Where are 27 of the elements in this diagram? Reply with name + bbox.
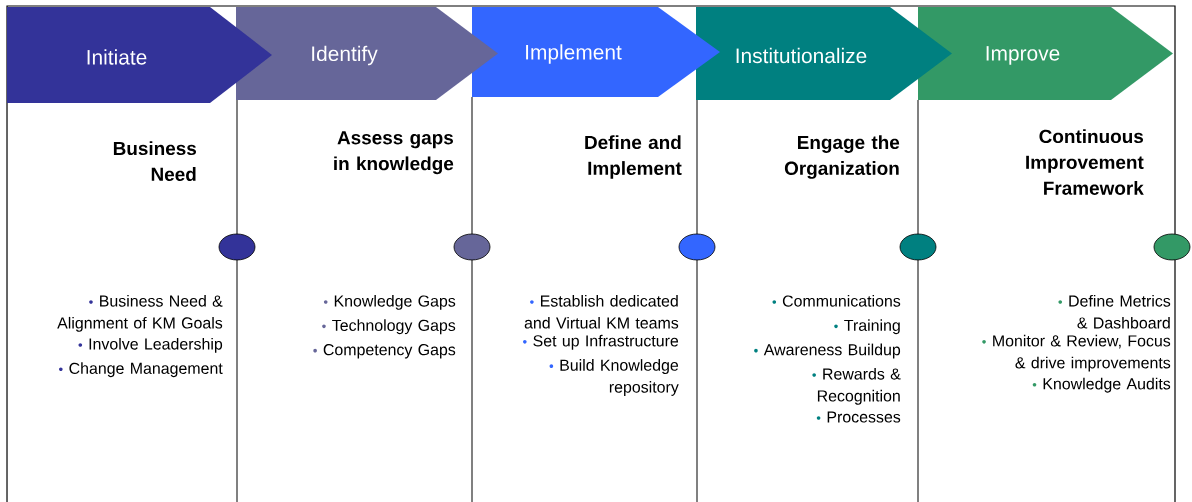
bullet-item: Define Metrics & Dashboard xyxy=(1058,295,1171,329)
bullet-item: Communications xyxy=(772,295,901,307)
column-heading: Define and Implement xyxy=(585,135,682,179)
phase-banner: Institutionalize xyxy=(696,7,952,100)
bullet-item: Build Knowledge repository xyxy=(549,359,679,396)
column-heading: Engage the Organization xyxy=(784,135,900,179)
phase-banner: Initiate xyxy=(7,7,272,103)
phase-banner: Identify xyxy=(236,7,498,100)
bullet-item: Knowledge Audits xyxy=(1032,377,1171,393)
bullet-item: Processes xyxy=(816,411,901,423)
bullet-item: Rewards & Recognition xyxy=(812,367,901,405)
phase-banner: Improve xyxy=(918,7,1173,100)
column-heading: Continuous Improvement Framework xyxy=(1026,129,1144,195)
bullet-item: Involve Leadership xyxy=(78,337,223,353)
bullet-item: Competency Gaps xyxy=(313,344,456,359)
bullet-item: Establish dedicated and Virtual KM teams xyxy=(524,295,679,329)
bullet-item: Change Management xyxy=(59,362,223,378)
column-heading: Business Need xyxy=(113,141,197,181)
bullet-item: Set up Infrastructure xyxy=(523,334,679,350)
bullet-item: Awareness Buildup xyxy=(754,343,901,359)
bullet-item: Business Need & Alignment of KM Goals xyxy=(57,295,223,332)
phase-banner: Implement xyxy=(472,7,720,97)
bullet-item: Training xyxy=(834,319,900,335)
bullet-item: Monitor & Review, Focus & drive improvements xyxy=(982,334,1171,372)
bullet-item: Technology Gaps xyxy=(322,319,456,335)
bullet-item: Knowledge Gaps xyxy=(323,295,456,310)
column-heading: Assess gaps in knowledge xyxy=(334,131,454,175)
